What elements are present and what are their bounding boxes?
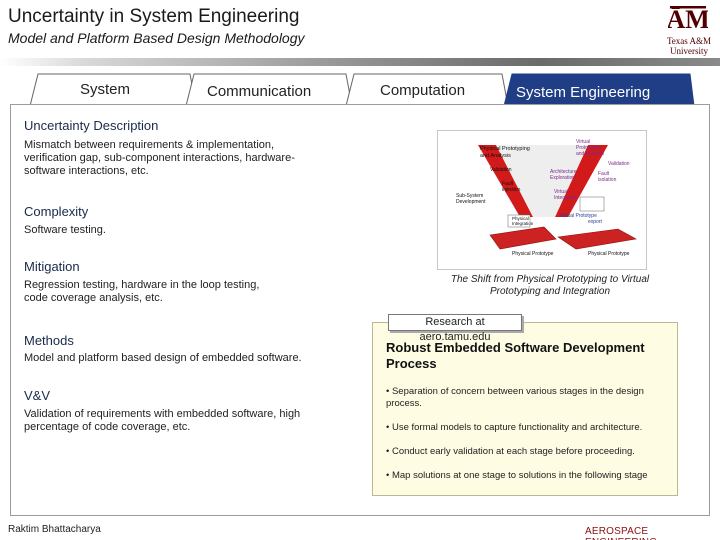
body-uncertainty-line: software interactions, etc. bbox=[24, 165, 149, 177]
fig-label: Physical Prototype bbox=[512, 251, 554, 257]
tab-label-computation: Computation bbox=[380, 82, 466, 99]
v-funnel bbox=[496, 145, 588, 217]
fig-label: Fault bbox=[502, 181, 514, 187]
heading-mitigation: Mitigation bbox=[24, 259, 80, 274]
svg-text:ĀM: ĀM bbox=[668, 5, 708, 34]
robust-bullet-line: • Map solutions at one stage to solution… bbox=[386, 470, 648, 481]
tab-computation[interactable] bbox=[345, 73, 509, 107]
fig-label: and Analysis bbox=[480, 153, 511, 159]
body-vv: Validation of requirements with embedded… bbox=[24, 408, 300, 434]
physical-integration-box bbox=[507, 214, 531, 228]
fig-label: Virtual Prototype bbox=[560, 213, 597, 219]
body-methods-line: Model and platform based design of embed… bbox=[24, 352, 302, 364]
figure-caption-line: The Shift from Physical Prototyping to V… bbox=[450, 274, 650, 285]
logo-text-line1: Texas A&M bbox=[666, 36, 712, 46]
fig-label: Exploration bbox=[550, 175, 575, 181]
robust-bullet-line: • Conduct early validation at each stage… bbox=[386, 446, 635, 457]
fig-label: and Analysis bbox=[576, 151, 605, 157]
prototyping-figure: Physical Prototyping and Analysis Valida… bbox=[437, 130, 647, 270]
v-right-arm bbox=[555, 145, 608, 217]
body-complexity-line: Software testing. bbox=[24, 224, 106, 236]
footer-department: AEROSPACE ENGINEERING bbox=[585, 526, 657, 540]
body-vv-line: percentage of code coverage, etc. bbox=[24, 421, 191, 433]
fig-label: Integration bbox=[554, 195, 578, 201]
body-vv-line: Validation of requirements with embedded… bbox=[24, 408, 301, 420]
robust-title-line: Robust Embedded Software Development bbox=[386, 340, 645, 355]
physical-platform-left bbox=[489, 226, 557, 250]
robust-bullet: • Map solutions at one stage to solution… bbox=[386, 470, 674, 482]
heading-methods: Methods bbox=[24, 333, 74, 348]
fig-label: Virtual bbox=[554, 189, 568, 195]
atm-logo-icon: ĀM bbox=[668, 5, 708, 34]
robust-bullet: • Conduct early validation at each stage… bbox=[386, 446, 674, 458]
prototyping-diagram: Physical Prototyping and Analysis Valida… bbox=[456, 139, 637, 257]
v-left-arm bbox=[478, 145, 533, 217]
body-mitigation-line: code coverage analysis, etc. bbox=[24, 292, 163, 304]
slide-title: Uncertainty in System Engineering bbox=[8, 6, 300, 27]
body-uncertainty-line: Mismatch between requirements & implemen… bbox=[24, 139, 275, 151]
fig-label: Physical Prototyping bbox=[480, 146, 530, 152]
fig-label: Virtual bbox=[576, 139, 590, 145]
body-mitigation-line: Regression testing, hardware in the loop… bbox=[24, 279, 260, 291]
fig-label: export bbox=[588, 219, 603, 225]
fig-label: isolation bbox=[598, 177, 617, 183]
logo-text-line2: University bbox=[670, 46, 708, 56]
fig-label: Development bbox=[456, 199, 486, 205]
body-complexity: Software testing. bbox=[24, 224, 106, 237]
fig-label: Integration bbox=[512, 221, 534, 226]
figure-caption-line: Prototyping and Integration bbox=[489, 286, 611, 297]
robust-title-line: Process bbox=[386, 356, 437, 371]
robust-bullet-line: process. bbox=[386, 398, 422, 409]
robust-bullet: • Separation of concern between various … bbox=[386, 386, 674, 410]
robust-development-panel bbox=[372, 322, 678, 496]
header-divider bbox=[0, 58, 720, 66]
robust-title: Robust Embedded Software Development Pro… bbox=[386, 340, 686, 372]
fig-label: Sub-System bbox=[456, 193, 483, 199]
slide-subtitle: Model and Platform Based Design Methodol… bbox=[8, 30, 305, 46]
tab-label-communication: Communication bbox=[207, 83, 312, 100]
fig-label: Validation bbox=[608, 161, 630, 167]
robust-bullet: • Use formal models to capture functiona… bbox=[386, 422, 674, 434]
virtual-export-box bbox=[579, 196, 605, 212]
heading-complexity: Complexity bbox=[24, 204, 89, 219]
tab-bar bbox=[29, 73, 695, 107]
fig-label: Validation bbox=[490, 167, 512, 173]
tab-communication[interactable] bbox=[185, 73, 353, 107]
robust-bullet-line: • Use formal models to capture functiona… bbox=[386, 422, 643, 433]
tab-label-system-engineering: System Engineering bbox=[516, 84, 651, 101]
research-link[interactable]: Research at aero.tamu.edu bbox=[388, 314, 522, 343]
fig-label: Architecture bbox=[550, 169, 577, 175]
tab-label-system: System bbox=[80, 81, 131, 98]
heading-vv: V&V bbox=[24, 388, 51, 403]
figure-caption: The Shift from Physical Prototyping to V… bbox=[440, 274, 660, 298]
fig-label: Physical bbox=[512, 216, 529, 221]
body-uncertainty-line: verification gap, sub-component interact… bbox=[24, 152, 295, 164]
fig-label: Prototyping bbox=[576, 145, 602, 151]
body-uncertainty: Mismatch between requirements & implemen… bbox=[24, 139, 295, 178]
robust-bullet-line: • Separation of concern between various … bbox=[386, 386, 644, 397]
fig-label: Fault bbox=[598, 171, 610, 177]
fig-label: Physical Prototype bbox=[588, 251, 630, 257]
physical-platform-right bbox=[557, 228, 637, 250]
university-logo: ĀM Texas A&M University bbox=[660, 4, 718, 60]
body-methods: Model and platform based design of embed… bbox=[24, 352, 302, 365]
fig-label: injection bbox=[502, 187, 521, 193]
body-mitigation: Regression testing, hardware in the loop… bbox=[24, 279, 259, 305]
footer-author: Raktim Bhattacharya bbox=[8, 524, 101, 535]
heading-uncertainty: Uncertainty Description bbox=[24, 118, 159, 133]
